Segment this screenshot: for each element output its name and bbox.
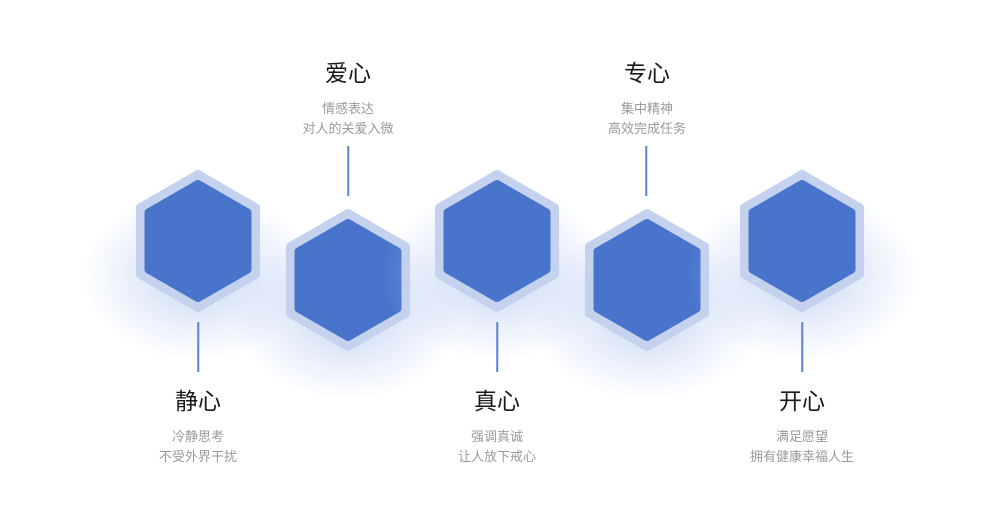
item-desc-line1: 集中精神 xyxy=(620,102,673,117)
item-desc-line2: 高效完成任务 xyxy=(607,122,686,137)
label-zhenxin: 真心 强调真诚 让人放下戒心 xyxy=(397,388,597,468)
item-desc-line1: 情感表达 xyxy=(321,102,374,117)
connector-line xyxy=(801,322,803,372)
item-desc-line1: 满足愿望 xyxy=(775,430,828,445)
label-jingxin: 静心 冷静思考 不受外界干扰 xyxy=(98,388,298,468)
label-aixin: 爱心 情感表达 对人的关爱入微 xyxy=(248,60,448,140)
connector-line xyxy=(645,146,647,196)
item-title: 爱心 xyxy=(325,61,371,87)
hexagon-zhuanxin xyxy=(585,209,709,351)
hexagon-zhenxin xyxy=(435,170,559,312)
item-title: 开心 xyxy=(779,389,825,415)
item-desc-line2: 对人的关爱入微 xyxy=(302,122,394,137)
item-desc-line1: 冷静思考 xyxy=(171,430,224,445)
connector-line xyxy=(197,322,199,372)
item-desc-line2: 不受外界干扰 xyxy=(158,450,237,465)
hexagon-aixin xyxy=(286,209,410,351)
hexagon-kaixin xyxy=(740,170,864,312)
item-title: 专心 xyxy=(624,61,670,87)
item-desc-line2: 拥有健康幸福人生 xyxy=(749,450,854,465)
hexagon-inner-fill xyxy=(748,180,856,302)
hexagon-inner-fill xyxy=(593,219,701,341)
hexagon-inner-fill xyxy=(294,219,402,341)
label-kaixin: 开心 满足愿望 拥有健康幸福人生 xyxy=(702,388,902,468)
item-desc-line2: 让人放下戒心 xyxy=(457,450,536,465)
connector-line xyxy=(496,322,498,372)
hexagon-inner-fill xyxy=(443,180,551,302)
item-desc-line1: 强调真诚 xyxy=(470,430,523,445)
item-title: 真心 xyxy=(474,389,520,415)
hexagon-inner-fill xyxy=(144,180,252,302)
item-title: 静心 xyxy=(175,389,221,415)
hexagon-jingxin xyxy=(136,170,260,312)
connector-line xyxy=(347,146,349,196)
label-zhuanxin: 专心 集中精神 高效完成任务 xyxy=(547,60,747,140)
